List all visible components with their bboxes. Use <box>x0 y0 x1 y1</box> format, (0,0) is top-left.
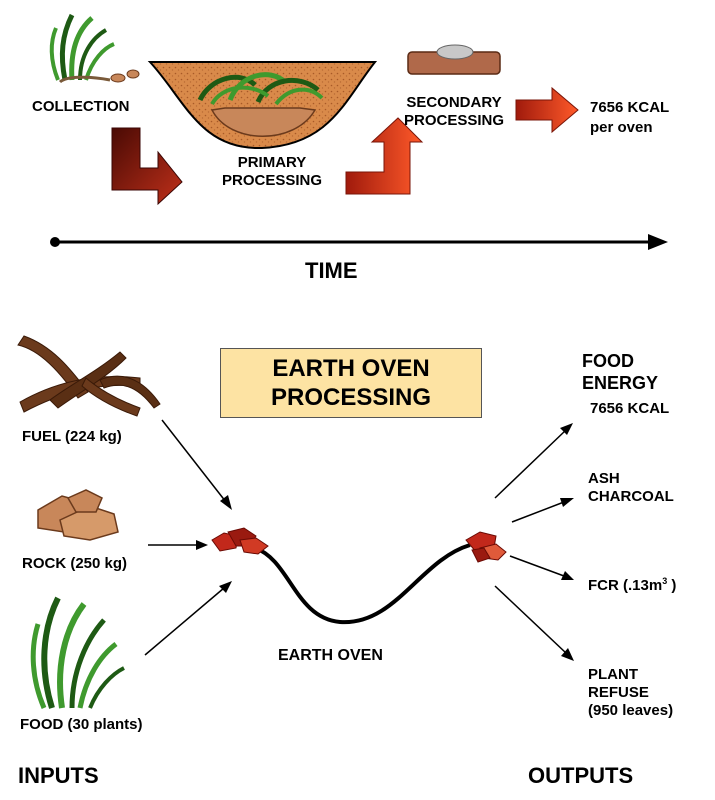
title-line2: PROCESSING <box>270 384 432 411</box>
arrow-rock-to-oven <box>148 540 208 550</box>
fcr-label: FCR (.13m3 ) <box>588 572 676 595</box>
refuse-line1: PLANT <box>588 666 638 683</box>
collection-label: COLLECTION <box>32 98 130 115</box>
fuel-wood-icon <box>17 335 161 417</box>
rock-label: ROCK (250 kg) <box>22 555 128 572</box>
arrow-oven-to-food-energy <box>494 423 573 499</box>
inputs-heading: INPUTS <box>18 763 99 788</box>
food-energy-line2: ENERGY <box>582 373 659 393</box>
primary-processing-label: PRIMARY PROCESSING <box>210 154 334 190</box>
earth-oven-label: EARTH OVEN <box>278 647 383 664</box>
food-plant-icon <box>30 596 125 709</box>
outputs-heading: OUTPUTS <box>528 763 634 788</box>
arrow-oven-to-refuse <box>494 585 574 661</box>
ash-charcoal-label: ASH CHARCOAL <box>588 470 674 506</box>
result-label: 7656 KCAL per oven <box>590 98 669 138</box>
arrow-food-to-oven <box>144 581 232 656</box>
timeline-arrow <box>50 234 668 250</box>
result-line1: 7656 KCAL <box>590 99 670 116</box>
title-box: EARTH OVEN PROCESSING <box>220 348 482 418</box>
fcr-prefix: FCR (.13m <box>588 577 663 594</box>
title-line1: EARTH OVEN <box>272 355 430 382</box>
food-energy-label: FOOD ENERGY <box>582 350 658 394</box>
arrow-oven-to-fcr <box>509 555 574 580</box>
collection-grass-icon <box>49 13 140 84</box>
secondary-mound-icon <box>407 44 501 75</box>
fuel-label: FUEL (224 kg) <box>22 428 122 445</box>
food-energy-line1: FOOD <box>582 351 634 371</box>
refuse-line2: REFUSE <box>588 684 649 701</box>
secondary-processing-label: SECONDARY PROCESSING <box>392 94 516 130</box>
plant-refuse-label: PLANT REFUSE (950 leaves) <box>588 666 673 720</box>
primary-pit-icon <box>147 61 378 150</box>
fcr-superscript: 3 <box>662 576 668 586</box>
secondary-line1: SECONDARY <box>406 94 502 111</box>
earth-oven-curve <box>254 543 471 625</box>
primary-line2: PROCESSING <box>221 172 323 189</box>
refuse-line3: (950 leaves) <box>588 702 674 719</box>
food-energy-value: 7656 KCAL <box>590 400 670 417</box>
arrow-fuel-to-oven <box>161 419 232 510</box>
primary-line1: PRIMARY <box>237 154 307 171</box>
time-label: TIME <box>305 258 358 283</box>
arrow-secondary-to-result <box>515 86 579 134</box>
embers-right-icon <box>465 531 507 563</box>
result-line2: per oven <box>590 119 653 136</box>
fcr-suffix: ) <box>667 577 677 594</box>
ash-line1: ASH <box>588 470 620 487</box>
embers-left-icon <box>211 527 269 555</box>
food-label: FOOD (30 plants) <box>20 716 143 733</box>
ash-line2: CHARCOAL <box>588 488 674 505</box>
arrow-collection-to-primary <box>111 127 183 206</box>
rock-pile-icon <box>37 489 119 541</box>
arrow-primary-to-secondary <box>345 117 424 195</box>
secondary-line2: PROCESSING <box>403 112 505 129</box>
arrow-oven-to-ash <box>511 498 574 523</box>
